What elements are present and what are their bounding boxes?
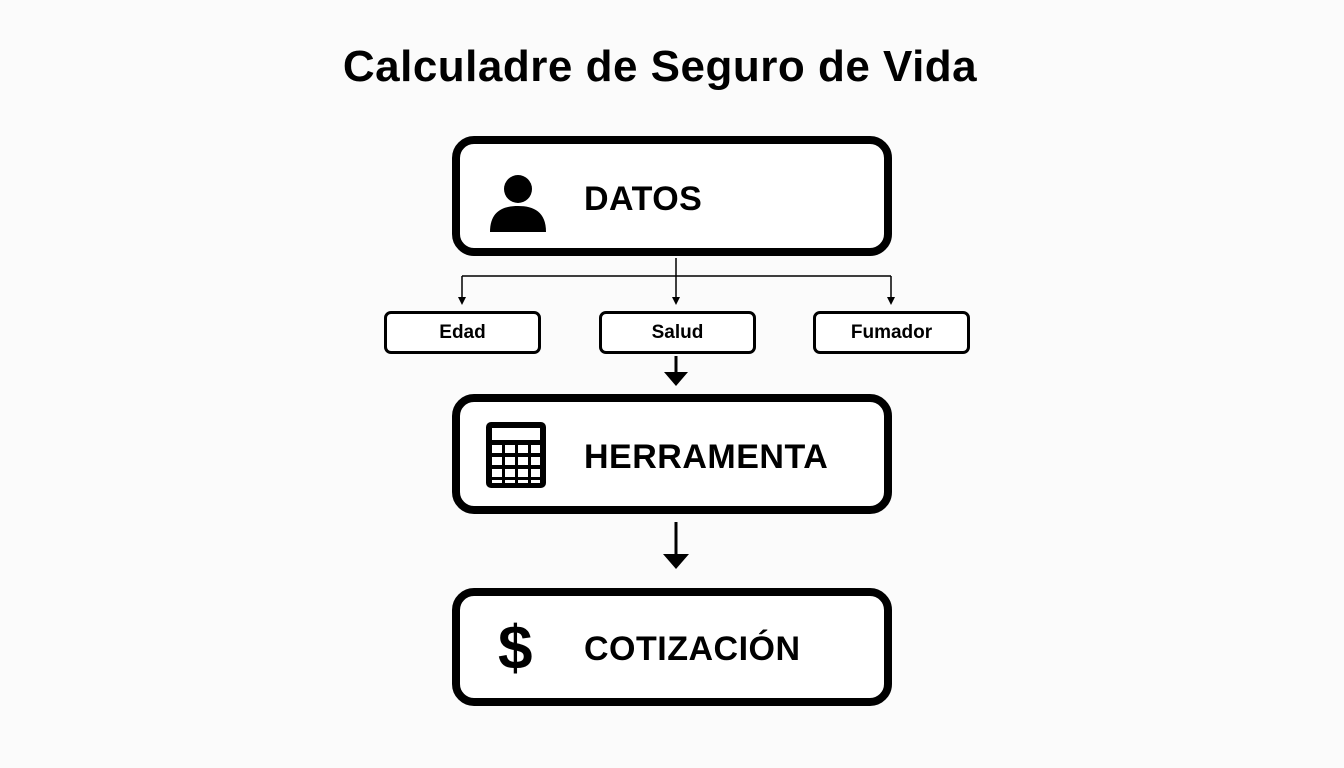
step-cotizacion-box: $ COTIZACIÓN (452, 588, 892, 706)
factor-edad-box: Edad (384, 311, 541, 354)
diagram-title: Calculadre de Seguro de Vida (342, 42, 978, 91)
step-datos-box: DATOS (452, 136, 892, 256)
step-herramienta-box: HERRAMENTA (452, 394, 892, 514)
step-herramienta-label: HERRAMENTA (584, 438, 829, 476)
factor-fumador-box: Fumador (813, 311, 970, 354)
dollar-icon: $ (498, 614, 533, 683)
calculator-icon (486, 422, 546, 488)
factor-salud-box: Salud (599, 311, 756, 354)
step-cotizacion-label: COTIZACIÓN (584, 630, 801, 668)
person-icon (490, 175, 546, 232)
step-datos-label: DATOS (584, 180, 703, 218)
